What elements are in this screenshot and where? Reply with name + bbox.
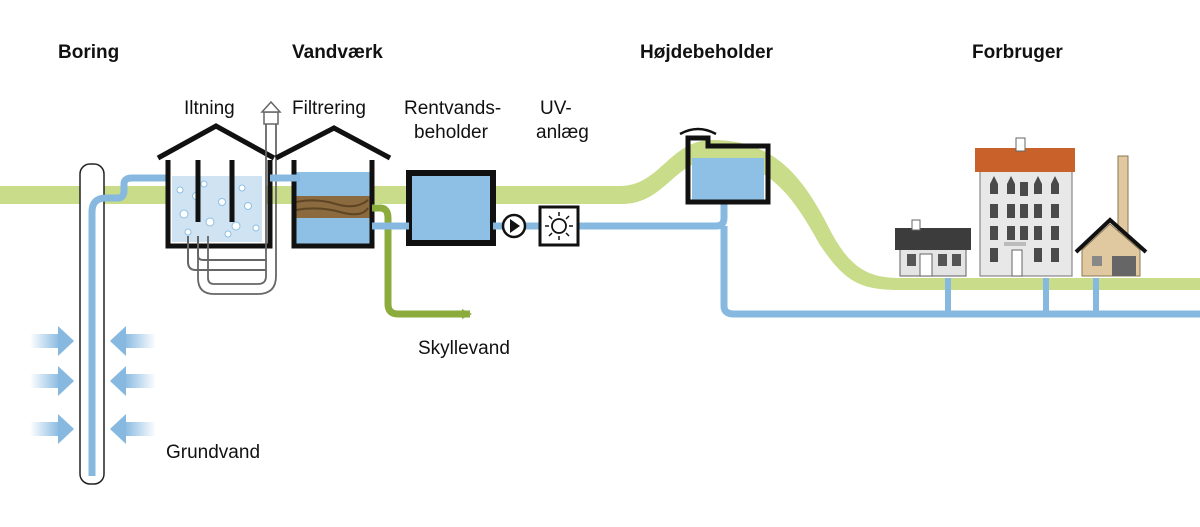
label-skyllevand: Skyllevand [418, 338, 510, 359]
backwash-pipe [372, 204, 472, 319]
label-iltning: Iltning [184, 98, 235, 119]
aeration-tank [156, 123, 276, 271]
house [895, 219, 971, 277]
label-grundvand: Grundvand [166, 442, 260, 463]
pipe-clean-tank-to-reservoir [493, 200, 728, 230]
label-rentvands-line1: Rentvands- [404, 98, 501, 119]
factory [1074, 155, 1148, 277]
filter-tank [274, 125, 392, 249]
borehole [79, 163, 170, 485]
distribution-pipe [720, 226, 1200, 318]
apartment-building [975, 137, 1075, 277]
vent-pipe [197, 100, 282, 295]
header-boring: Boring [58, 42, 119, 63]
label-rentvands-line2: beholder [414, 122, 489, 143]
header-vandvaerk: Vandværk [292, 42, 383, 63]
pump-icon [501, 213, 527, 239]
header-forbruger: Forbruger [972, 42, 1063, 63]
elevated-reservoir [679, 127, 771, 205]
uv-unit [538, 205, 580, 247]
label-uv-line1: UV- [540, 98, 572, 119]
service-connections [945, 278, 1099, 314]
header-hojdebeholder: Højdebeholder [640, 42, 774, 63]
clean-water-tank [406, 170, 496, 246]
label-filtrering: Filtrering [292, 98, 366, 119]
groundwater-inflow-arrows [30, 326, 156, 444]
label-uv-line2: anlæg [536, 122, 589, 143]
